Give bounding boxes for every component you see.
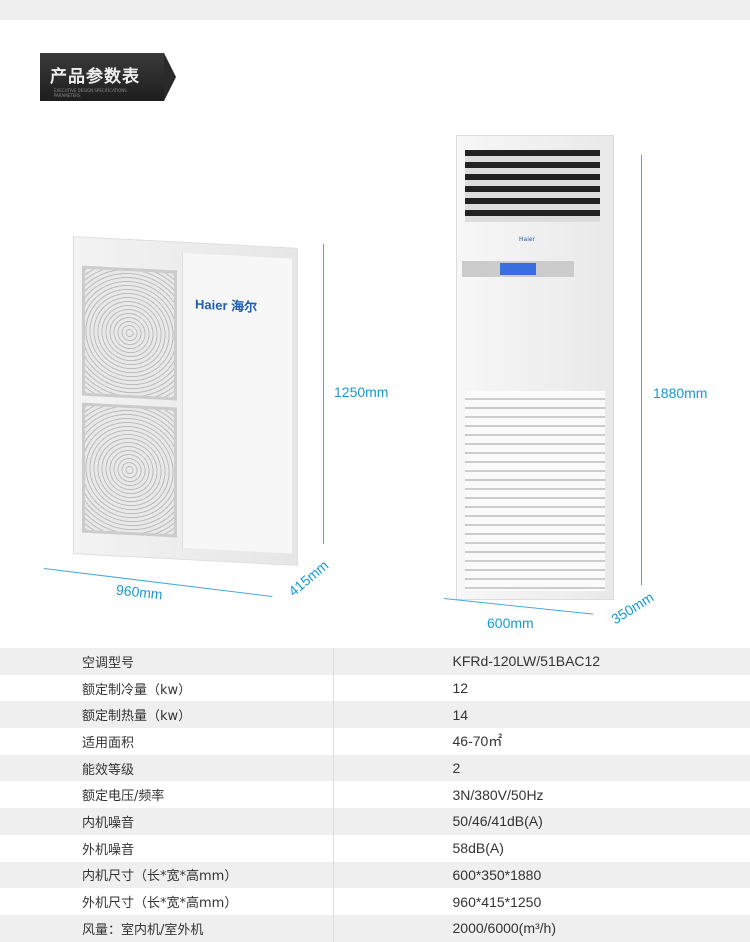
spec-value: 2000/6000(m³/h): [452, 920, 557, 937]
spec-label: 外机噪音: [0, 834, 334, 862]
table-row: 额定电压/频率 3N/380V/50Hz: [0, 781, 750, 809]
table-row: 风量：室内机/室外机 2000/6000(m³/h): [0, 914, 750, 942]
indoor-depth-label: 350mm: [608, 588, 657, 628]
table-row: 外机噪音 58dB(A): [0, 834, 750, 862]
spec-value: 12: [452, 680, 469, 697]
dimension-line: [323, 244, 324, 544]
spec-label: 内机尺寸（长*宽*高mm）: [0, 861, 334, 889]
fan-icon: [82, 265, 177, 401]
brand-logo: Haier 海尔: [195, 296, 258, 315]
air-outlet-grille: [465, 150, 600, 222]
brand-logo: Haier: [519, 236, 536, 243]
spec-value: 46-70㎡: [452, 733, 503, 750]
indoor-height-label: 1880mm: [653, 385, 708, 401]
spec-table: 空调型号 KFRd-120LW/51BAC12 额定制冷量（kw） 12 额定制热量（k…: [0, 648, 750, 942]
section-subtitle: EXECUTIVE DESIGN SPECIFICATIONS PARAMETE…: [54, 88, 127, 98]
outdoor-width-label: 960mm: [115, 581, 164, 603]
outdoor-side-panel: Haier 海尔: [182, 252, 292, 554]
spec-value: 3N/380V/50Hz: [452, 786, 544, 803]
table-row: 适用面积 46-70㎡: [0, 728, 750, 755]
table-row: 额定制冷量（kw） 12: [0, 674, 750, 702]
outdoor-unit-image: Haier 海尔: [73, 236, 298, 566]
spec-label: 能效等级: [0, 754, 334, 782]
outdoor-height-label: 1250mm: [334, 384, 389, 400]
spec-label: 风量：室内机/室外机: [0, 914, 334, 942]
dimension-line: [641, 155, 642, 585]
display-screen: [500, 263, 536, 275]
spec-value: 14: [452, 706, 469, 723]
spec-label: 额定电压/频率: [0, 781, 334, 809]
spec-value: 58dB(A): [452, 840, 504, 857]
spec-value: 50/46/41dB(A): [452, 813, 543, 830]
spec-label: 内机噪音: [0, 808, 334, 835]
top-bar: [0, 0, 750, 20]
spec-value: 600*350*1880: [452, 866, 542, 883]
spec-label: 适用面积: [0, 728, 334, 755]
table-row: 内机尺寸（长*宽*高mm） 600*350*1880: [0, 861, 750, 889]
spec-value: KFRd-120LW/51BAC12: [452, 653, 601, 670]
section-banner: 产品参数表 EXECUTIVE DESIGN SPECIFICATIONS PA…: [40, 53, 176, 101]
spec-value: 960*415*1250: [452, 893, 542, 910]
table-row: 内机噪音 50/46/41dB(A): [0, 808, 750, 835]
indoor-width-label: 600mm: [487, 615, 534, 631]
spec-label: 外机尺寸（长*宽*高mm）: [0, 888, 334, 915]
dimension-line: [443, 598, 594, 615]
table-row: 空调型号 KFRd-120LW/51BAC12: [0, 648, 750, 675]
section-title: 产品参数表: [50, 67, 140, 87]
fan-icon: [82, 402, 177, 538]
spec-label: 额定制冷量（kw）: [0, 674, 334, 702]
table-row: 外机尺寸（长*宽*高mm） 960*415*1250: [0, 888, 750, 915]
spec-label: 额定制热量（kw）: [0, 701, 334, 729]
spec-label: 空调型号: [0, 648, 334, 675]
air-inlet-vent: [465, 391, 605, 591]
spec-value: 2: [452, 760, 461, 777]
control-panel: [462, 261, 574, 277]
table-row: 额定制热量（kw） 14: [0, 701, 750, 729]
indoor-unit-image: Haier: [456, 135, 614, 600]
table-row: 能效等级 2: [0, 754, 750, 782]
